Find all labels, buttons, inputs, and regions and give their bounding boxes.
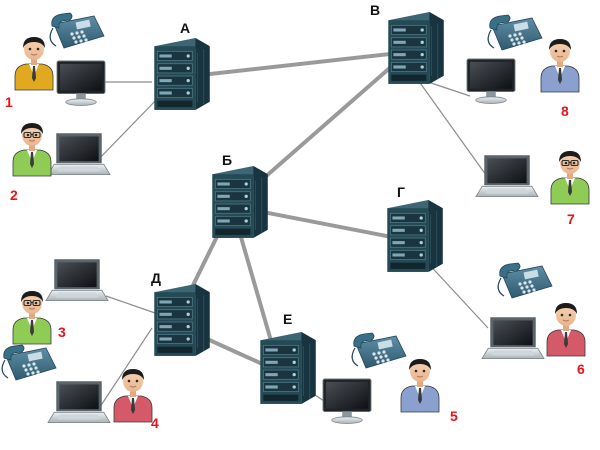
labels: 1 2 3 4 5 6 7 8 А В Б Г Д Е [5,2,585,431]
server-label: В [370,2,380,18]
server-icon [153,283,211,357]
person-icon [14,36,54,91]
server-label: Е [283,311,292,327]
user-4 [47,368,153,424]
server-icon [153,37,211,111]
monitor-icon [466,58,516,105]
user-number-label: 1 [5,94,13,110]
client-link-u7 [417,79,487,176]
user-number-label: 7 [567,211,575,227]
server-label: Б [222,152,232,168]
user-3 [1,258,109,381]
client-link-u3 [105,295,156,314]
phone-icon [1,344,57,381]
user-number-label: 3 [58,324,66,340]
monitor-icon [322,378,372,425]
phone-icon [49,12,105,49]
laptop-icon [475,154,539,198]
person-icon [540,38,580,93]
person-icon [12,290,52,345]
person-icon [550,150,590,205]
user-1 [14,12,106,107]
server-label: Д [151,270,161,286]
link-A-V [172,50,410,80]
person-icon [400,358,440,413]
phone-icon [487,14,543,51]
user-number-label: 6 [577,361,585,377]
user-number-label: 2 [10,187,18,203]
user-5 [322,332,440,425]
user-number-label: 8 [561,103,569,119]
laptop-icon [45,258,109,302]
user-number-label: 5 [450,408,458,424]
server-icon [387,11,445,85]
server-icon [211,165,269,239]
server-label: Г [397,184,405,200]
phone-icon [497,262,553,299]
server-icon [259,331,317,405]
user-number-label: 4 [151,415,159,431]
laptop-icon [47,132,111,176]
client-link-u2 [95,95,161,163]
server-label: А [180,20,190,36]
client-link-u4 [97,327,153,411]
laptop-icon [47,380,111,424]
person-icon [12,122,52,177]
person-icon [546,302,586,357]
user-8 [466,14,580,105]
server-icon [386,199,444,273]
user-2 [12,122,111,177]
client-link-u6 [424,259,489,329]
user-7 [475,150,590,205]
laptop-icon [481,316,545,360]
user-6 [481,262,586,360]
phone-icon [351,332,407,369]
monitor-icon [56,60,106,107]
